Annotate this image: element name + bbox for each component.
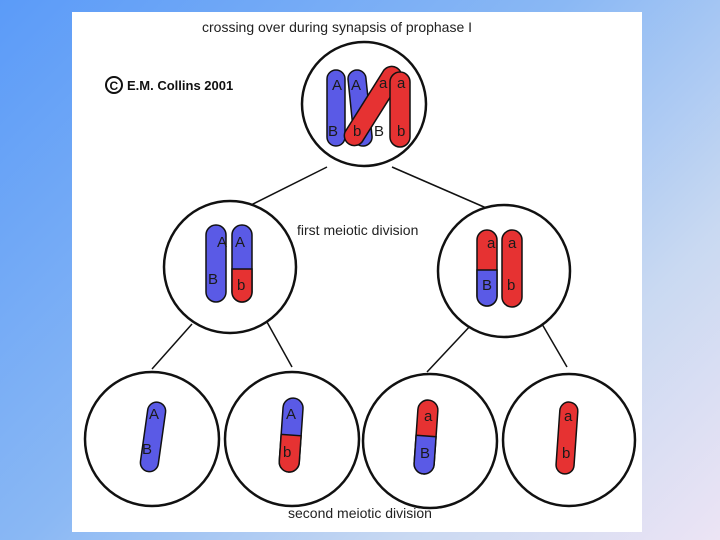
slide-canvas: crossing over during synapsis of prophas… [72, 12, 642, 532]
lineage-line [541, 323, 568, 368]
lineage-line [266, 321, 293, 368]
copyright-notice: C E.M. Collins 2001 [105, 76, 233, 94]
meiosis1-left-cell: A A B b [162, 199, 298, 335]
allele-label: A [286, 406, 296, 423]
allele-label: B [208, 271, 218, 288]
copyright-icon [105, 76, 123, 94]
allele-label: A [351, 77, 361, 94]
chromatid-red [555, 401, 579, 475]
chromatid-blue [139, 401, 167, 473]
allele-label: B [482, 277, 492, 294]
gamete-cell-2: A b [223, 370, 361, 508]
first-division-label: first meiotic division [297, 222, 418, 238]
allele-label: a [397, 75, 406, 92]
allele-label: b [353, 123, 361, 140]
diagram-title: crossing over during synapsis of prophas… [202, 19, 472, 35]
chromatid-blue [205, 224, 227, 303]
prophase-cell: A A a a B b B b [300, 40, 428, 168]
allele-label: a [564, 408, 573, 425]
allele-label: B [374, 123, 384, 140]
gamete-cell-3: a B [361, 372, 499, 510]
allele-label: a [508, 235, 517, 252]
chromatid-recombinant [278, 397, 304, 473]
allele-label: A [235, 234, 245, 251]
allele-label: a [424, 408, 433, 425]
lineage-line [151, 323, 193, 370]
lineage-line [426, 323, 473, 373]
chromatid-recombinant [476, 229, 498, 307]
chromatid-recombinant [413, 399, 439, 475]
allele-label: b [397, 123, 405, 140]
allele-label: B [142, 441, 152, 458]
copyright-text: E.M. Collins 2001 [127, 78, 233, 93]
chromatid-red [389, 71, 411, 148]
allele-label: A [149, 406, 159, 423]
allele-label: b [237, 277, 245, 294]
chromatid-red-crossed [343, 65, 403, 147]
gamete-cell-4: a b [501, 372, 637, 508]
allele-label: b [562, 445, 570, 462]
gamete-cell-1: A B [83, 370, 221, 508]
meiosis1-right-cell: a a B b [436, 203, 572, 339]
copyright-symbol: C [110, 79, 119, 93]
allele-label: b [507, 277, 515, 294]
chromatid-red [501, 229, 523, 308]
allele-label: A [332, 77, 342, 94]
cell-membrane [162, 199, 298, 335]
allele-label: b [283, 444, 291, 461]
allele-label: A [217, 234, 227, 251]
chromatid-blue [326, 69, 346, 147]
allele-label: B [420, 445, 430, 462]
allele-label: a [379, 75, 388, 92]
second-division-label: second meiotic division [288, 505, 432, 521]
chromatid-recombinant [231, 224, 253, 303]
meiosis-diagram: crossing over during synapsis of prophas… [83, 19, 637, 521]
allele-label: B [328, 123, 338, 140]
allele-label: a [487, 235, 496, 252]
